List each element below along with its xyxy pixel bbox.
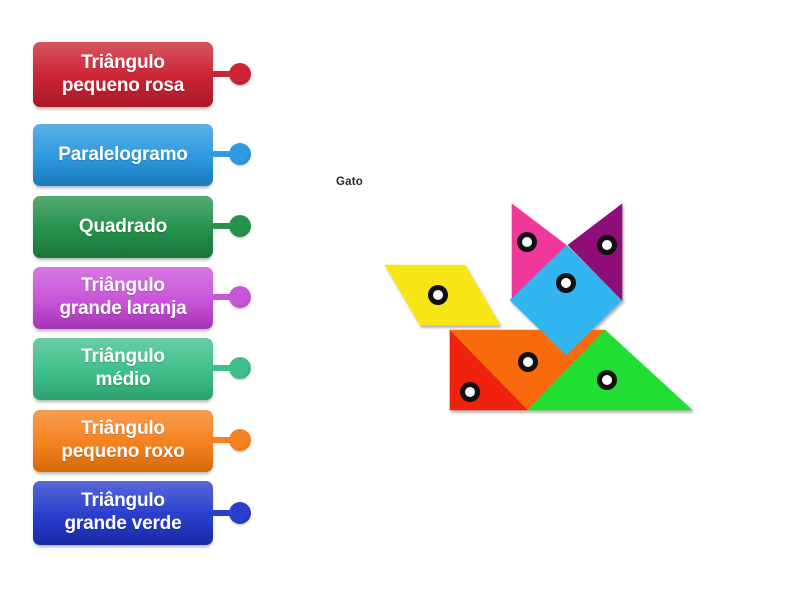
piece-marker-dot-triangle-large-green[interactable]	[602, 375, 612, 385]
connector-line-triangulo-pequeno-roxo	[211, 437, 239, 443]
connector-dot-triangulo-grande-verde[interactable]	[229, 502, 251, 524]
label-chip-quadrado[interactable]: Quadrado	[33, 196, 213, 258]
tangram-figure[interactable]	[370, 190, 730, 430]
piece-marker-dot-triangle-small-red[interactable]	[465, 387, 475, 397]
connector-dot-quadrado[interactable]	[229, 215, 251, 237]
connector-line-triangulo-pequeno-rosa	[211, 71, 239, 77]
label-chip-text: Paralelogramo	[58, 143, 188, 165]
connector-line-quadrado	[211, 223, 239, 229]
tangram-piece-triangle-large-green[interactable]	[527, 329, 693, 411]
tangram-piece-triangle-pink[interactable]	[511, 203, 567, 299]
connector-dot-paralelogramo[interactable]	[229, 143, 251, 165]
piece-marker-dot-parallelogram-yellow[interactable]	[433, 290, 443, 300]
label-chip-text-line2: grande laranja	[59, 298, 187, 319]
connector-dot-triangulo-medio[interactable]	[229, 357, 251, 379]
label-chip-text-line2: grande verde	[64, 513, 182, 534]
connector-dot-triangulo-grande-laranja[interactable]	[229, 286, 251, 308]
connector-dot-triangulo-pequeno-roxo[interactable]	[229, 429, 251, 451]
piece-marker-dot-square-cyan[interactable]	[561, 278, 571, 288]
connector-line-triangulo-medio	[211, 365, 239, 371]
label-chip-text: Quadrado	[78, 215, 168, 237]
connector-dot-triangulo-pequeno-rosa[interactable]	[229, 63, 251, 85]
piece-marker-dot-triangle-purple[interactable]	[602, 240, 612, 250]
tangram-piece-triangle-purple[interactable]	[567, 203, 623, 301]
connector-line-paralelogramo	[211, 151, 239, 157]
label-chip-paralelogramo[interactable]: Paralelogramo	[33, 124, 213, 186]
piece-marker-dot-triangle-pink[interactable]	[522, 237, 532, 247]
piece-marker-dot-triangle-large-orange[interactable]	[523, 357, 533, 367]
label-chip-text-line2: pequeno roxo	[61, 441, 185, 462]
label-chip-text-line2: pequeno rosa	[61, 74, 185, 96]
connector-line-triangulo-grande-laranja	[211, 294, 239, 300]
connector-line-triangulo-grande-verde	[211, 510, 239, 516]
tangram-title: Gato	[336, 176, 363, 188]
label-chip-text-line2: médio	[95, 369, 151, 390]
